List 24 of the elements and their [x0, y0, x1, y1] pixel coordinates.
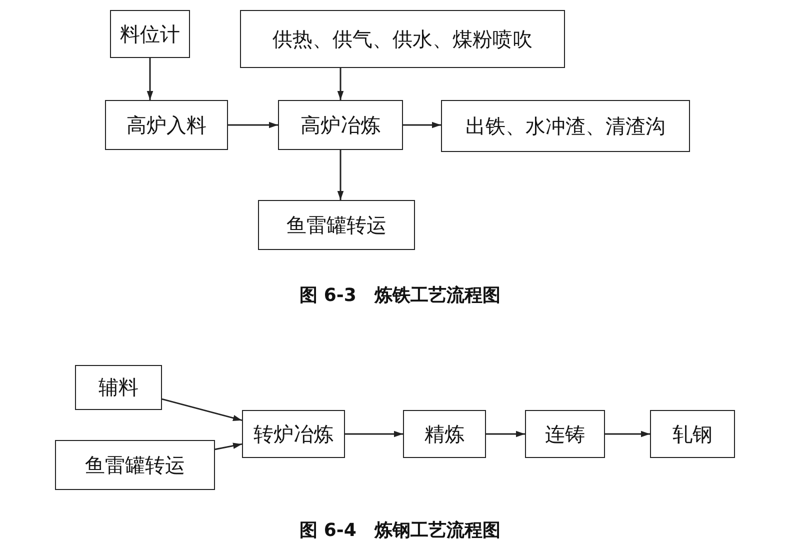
arrow — [228, 122, 278, 128]
process-box: 转炉冶炼 — [242, 410, 345, 458]
process-box: 高炉入料 — [105, 100, 228, 150]
process-box: 出铁、水冲渣、清渣沟 — [441, 100, 690, 152]
arrow — [337, 150, 344, 200]
arrow — [345, 430, 403, 438]
process-box: 供热、供气、供水、煤粉喷吹 — [240, 10, 565, 68]
arrow — [162, 398, 242, 422]
process-box: 精炼 — [403, 410, 486, 458]
arrow — [403, 122, 441, 128]
arrow — [486, 430, 525, 438]
figure-caption: 图 6-3 炼铁工艺流程图 — [300, 284, 500, 307]
arrow — [605, 430, 650, 438]
arrow — [214, 442, 242, 450]
process-box: 轧钢 — [650, 410, 735, 458]
process-box: 辅料 — [75, 365, 162, 410]
process-box: 连铸 — [525, 410, 605, 458]
arrow — [146, 58, 154, 100]
process-box: 料位计 — [110, 10, 190, 58]
figure-caption: 图 6-4 炼钢工艺流程图 — [300, 519, 500, 542]
process-box: 鱼雷罐转运 — [258, 200, 415, 250]
arrow — [337, 68, 344, 100]
process-box: 鱼雷罐转运 — [55, 440, 215, 490]
process-box: 高炉冶炼 — [278, 100, 403, 150]
